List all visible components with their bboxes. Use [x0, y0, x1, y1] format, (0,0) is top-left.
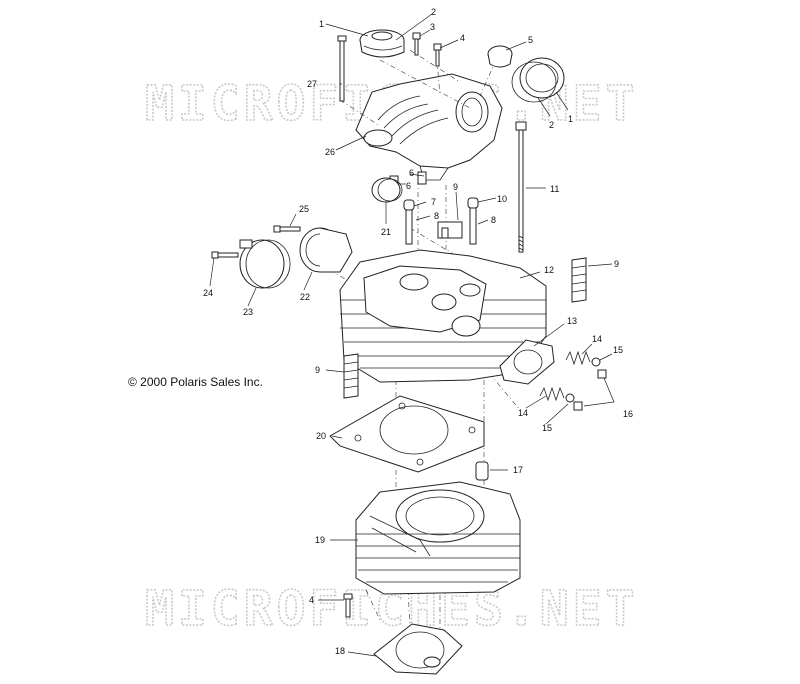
callout-2-right: 2 — [549, 120, 554, 130]
callout-8-left: 8 — [434, 211, 439, 221]
intake-screws — [211, 225, 301, 259]
callout-5: 5 — [528, 35, 533, 45]
callout-1-right: 1 — [568, 114, 573, 124]
callout-22: 22 — [300, 292, 310, 302]
callout-3: 3 — [430, 22, 435, 32]
valve-parts — [403, 197, 479, 245]
side-cover-gasket — [499, 339, 555, 385]
callout-14-lower: 14 — [518, 408, 528, 418]
callout-6-left: 6 — [406, 181, 411, 191]
cylinder-head — [339, 249, 547, 383]
base-gasket — [373, 623, 463, 675]
intake-boot — [239, 227, 353, 289]
tappet-cap-lower — [371, 177, 403, 203]
long-stud — [337, 35, 347, 102]
callout-18: 18 — [335, 646, 345, 656]
callout-9-right: 9 — [614, 259, 619, 269]
copyright-notice: © 2000 Polaris Sales Inc. — [128, 375, 263, 389]
callout-13: 13 — [567, 316, 577, 326]
head-gasket — [329, 395, 485, 473]
leader-lines — [209, 13, 615, 657]
callout-8-right: 8 — [491, 215, 496, 225]
cover-bolts — [412, 32, 442, 67]
callout-12: 12 — [544, 265, 554, 275]
callout-15-upper: 15 — [613, 345, 623, 355]
callout-7: 7 — [431, 197, 436, 207]
callout-6-right: 6 — [409, 168, 414, 178]
callout-16: 16 — [623, 409, 633, 419]
callout-21: 21 — [381, 227, 391, 237]
callout-17: 17 — [513, 465, 523, 475]
callout-19: 19 — [315, 535, 325, 545]
callout-4: 4 — [460, 33, 465, 43]
cylinder-bolt — [343, 593, 353, 618]
callout-24: 24 — [203, 288, 213, 298]
callout-2: 2 — [431, 7, 436, 17]
callout-20: 20 — [316, 431, 326, 441]
shim-pack-left — [343, 353, 359, 399]
callout-14-upper: 14 — [592, 334, 602, 344]
callout-1: 1 — [319, 19, 324, 29]
callout-numbers: 1 2 3 4 5 27 2 1 26 6 6 9 10 11 7 8 8 21… — [203, 7, 633, 656]
callout-15-lower: 15 — [542, 423, 552, 433]
cylinder-block — [355, 481, 521, 595]
shim-pack-right — [571, 257, 587, 303]
callout-23: 23 — [243, 307, 253, 317]
valve-cover — [355, 73, 503, 181]
callout-27: 27 — [307, 79, 317, 89]
long-bolt — [515, 121, 527, 253]
callout-10: 10 — [497, 194, 507, 204]
springs-and-nuts — [539, 350, 607, 411]
callout-4-bottom: 4 — [309, 595, 314, 605]
callout-9-left: 9 — [315, 365, 320, 375]
callout-26: 26 — [325, 147, 335, 157]
cylinder-dowel — [475, 461, 489, 481]
callout-11: 11 — [550, 184, 559, 194]
breather-cap — [359, 29, 405, 58]
callout-9-top: 9 — [453, 182, 458, 192]
callout-25: 25 — [299, 204, 309, 214]
